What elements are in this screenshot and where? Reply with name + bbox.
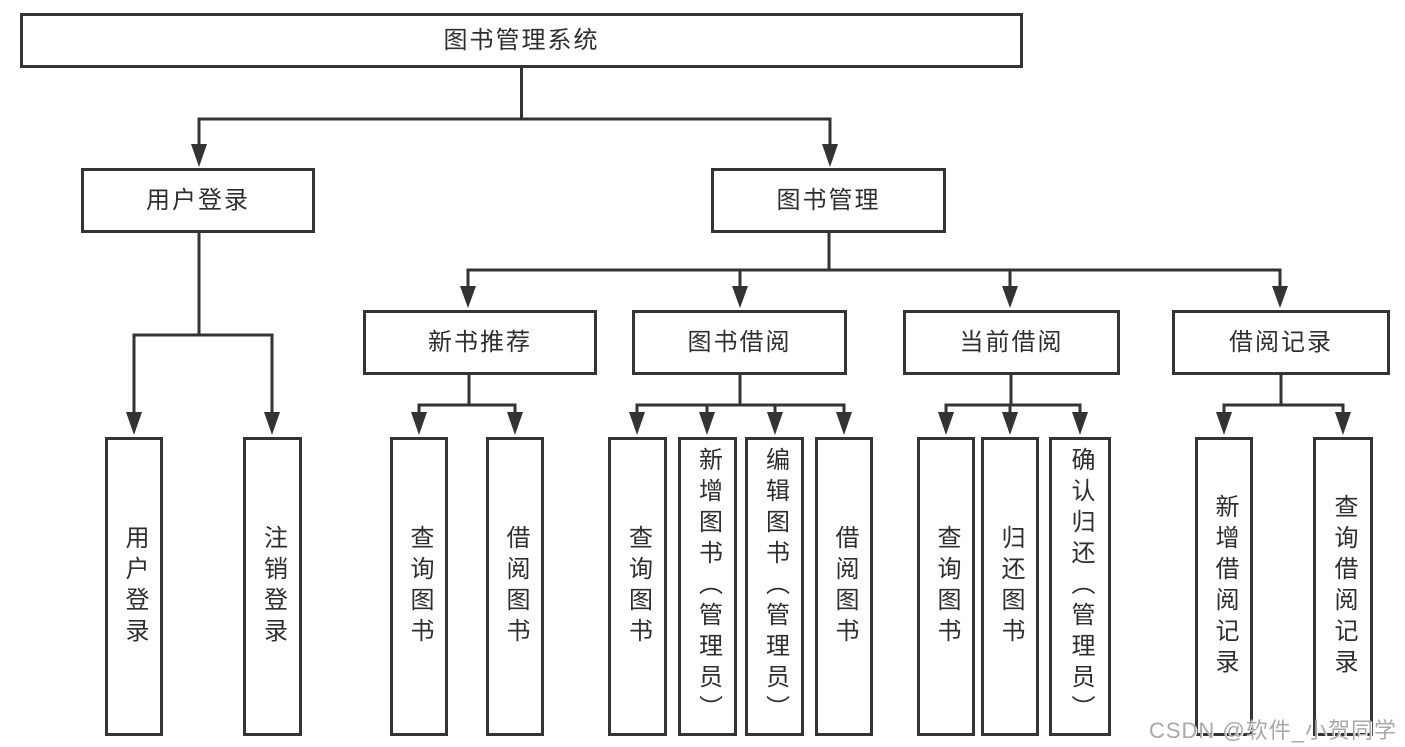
arrowhead-icon (264, 412, 280, 435)
node-leaf-borrow-books: 借阅图书 (815, 437, 873, 736)
connector-book-mgmt-branch (466, 268, 1282, 287)
arrowhead-icon (1272, 286, 1288, 308)
arrowhead-icon (629, 412, 645, 435)
connector-user-login-branch (132, 333, 274, 414)
node-borrowing-records: 借阅记录 (1172, 310, 1390, 375)
node-leaf-query-borrow-record-label: 查询借阅记录 (1330, 493, 1357, 680)
node-leaf-query-books-recommend: 查询图书 (390, 437, 448, 736)
arrowhead-icon (191, 144, 207, 167)
node-new-book-recommend-label: 新书推荐 (428, 328, 532, 356)
arrowhead-icon (732, 286, 748, 308)
node-leaf-edit-book-admin: 编辑图书（管理员） (745, 437, 804, 736)
node-current-borrowing-label: 当前借阅 (959, 328, 1064, 356)
node-root: 图书管理系统 (20, 13, 1023, 68)
node-leaf-borrow-books-recommend: 借阅图书 (486, 437, 544, 736)
node-leaf-user-login-label: 用户登录 (121, 524, 148, 649)
node-leaf-borrow-books-recommend-label: 借阅图书 (502, 524, 529, 649)
arrowhead-icon (938, 412, 954, 435)
node-leaf-return-book-label: 归还图书 (997, 524, 1024, 649)
connector-borrow-mid-drops (705, 405, 777, 414)
node-leaf-query-books-borrow-label: 查询图书 (624, 524, 652, 649)
node-leaf-logout-label: 注销登录 (259, 524, 287, 649)
node-leaf-add-book-admin-label: 新增图书（管理员） (694, 447, 722, 726)
arrowhead-icon (822, 144, 838, 167)
node-leaf-query-books-current: 查询图书 (917, 437, 975, 736)
node-book-borrowing-label: 图书借阅 (687, 328, 792, 356)
node-book-management: 图书管理 (711, 168, 946, 233)
node-leaf-add-book-admin: 新增图书（管理员） (678, 437, 737, 736)
arrowhead-icon (699, 412, 715, 435)
node-leaf-confirm-return-admin: 确认归还（管理员） (1049, 437, 1111, 736)
arrowhead-icon (507, 412, 523, 435)
arrowhead-icon (460, 286, 476, 308)
arrowhead-icon (1216, 412, 1232, 435)
watermark-text: CSDN @软件_小贺同学 (1148, 718, 1397, 743)
node-borrowing-records-label: 借阅记录 (1229, 328, 1333, 356)
connector-new-book-branch (417, 403, 517, 414)
node-leaf-add-borrow-record: 新增借阅记录 (1195, 437, 1253, 736)
connector-current-branch (944, 403, 1082, 414)
node-user-login-label: 用户登录 (146, 186, 250, 214)
arrowhead-icon (836, 412, 852, 435)
node-current-borrowing: 当前借阅 (903, 310, 1120, 375)
node-leaf-edit-book-admin-label: 编辑图书（管理员） (761, 447, 789, 726)
connector-book-mgmt-mid-drops (738, 270, 1012, 287)
arrowhead-icon (767, 412, 783, 435)
node-root-label: 图书管理系统 (443, 26, 600, 54)
arrowhead-icon (1072, 412, 1088, 435)
node-leaf-add-borrow-record-label: 新增借阅记录 (1211, 493, 1238, 680)
connector-borrow-branch (635, 403, 846, 414)
node-leaf-user-login: 用户登录 (105, 437, 163, 736)
node-new-book-recommend: 新书推荐 (363, 310, 597, 375)
connector-records-branch (1222, 403, 1345, 414)
node-leaf-borrow-books-label: 借阅图书 (831, 524, 858, 649)
node-leaf-query-books-recommend-label: 查询图书 (406, 524, 433, 649)
arrowhead-icon (126, 412, 142, 435)
node-leaf-query-books-borrow: 查询图书 (608, 437, 667, 736)
node-leaf-return-book: 归还图书 (981, 437, 1039, 736)
arrowhead-icon (1335, 412, 1351, 435)
node-leaf-query-books-current-label: 查询图书 (933, 524, 960, 649)
arrowhead-icon (411, 412, 427, 435)
node-book-management-label: 图书管理 (776, 186, 881, 214)
connector-root-branch (197, 117, 832, 146)
node-leaf-logout: 注销登录 (243, 437, 302, 736)
node-leaf-confirm-return-admin-label: 确认归还（管理员） (1067, 447, 1094, 726)
node-user-login: 用户登录 (81, 168, 315, 233)
node-leaf-query-borrow-record: 查询借阅记录 (1313, 437, 1373, 736)
node-book-borrowing: 图书借阅 (632, 310, 847, 375)
arrowhead-icon (1002, 412, 1018, 435)
arrowhead-icon (1002, 286, 1018, 308)
